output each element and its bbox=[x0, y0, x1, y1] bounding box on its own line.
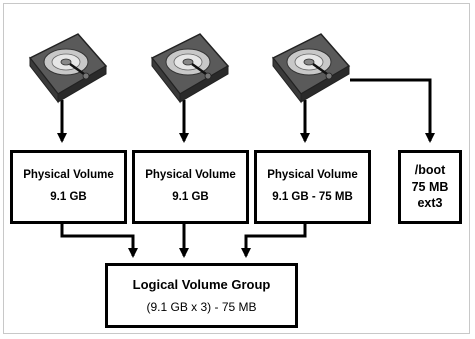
boot-mount-point: /boot bbox=[414, 162, 446, 177]
boot-size: 75 MB bbox=[411, 179, 449, 194]
physical-volume-size: 9.1 GB - 75 MB bbox=[272, 191, 353, 203]
physical-volume-box-2: Physical Volume 9.1 GB bbox=[132, 150, 249, 224]
physical-volume-title: Physical Volume bbox=[145, 169, 236, 182]
boot-partition-box: /boot 75 MB ext3 bbox=[398, 150, 462, 224]
hard-drive-icon bbox=[271, 33, 351, 104]
arrow-pv1-lvg bbox=[60, 224, 138, 258]
lvg-size: (9.1 GB x 3) - 75 MB bbox=[146, 300, 257, 315]
physical-volume-box-1: Physical Volume 9.1 GB bbox=[10, 150, 127, 224]
hard-drive-icon bbox=[150, 33, 230, 104]
physical-volume-size: 9.1 GB bbox=[172, 191, 209, 203]
physical-volume-title: Physical Volume bbox=[267, 169, 358, 182]
arrow-pv3-lvg bbox=[241, 224, 307, 258]
boot-filesystem: ext3 bbox=[417, 196, 443, 211]
arrow-disk3-boot bbox=[350, 78, 435, 143]
physical-volume-box-3: Physical Volume 9.1 GB - 75 MB bbox=[254, 150, 371, 224]
hard-drive-icon bbox=[28, 33, 108, 104]
physical-volume-title: Physical Volume bbox=[23, 169, 114, 182]
physical-volume-size: 9.1 GB bbox=[50, 191, 87, 203]
lvg-title: Logical Volume Group bbox=[132, 276, 271, 292]
logical-volume-group-box: Logical Volume Group (9.1 GB x 3) - 75 M… bbox=[105, 263, 298, 328]
